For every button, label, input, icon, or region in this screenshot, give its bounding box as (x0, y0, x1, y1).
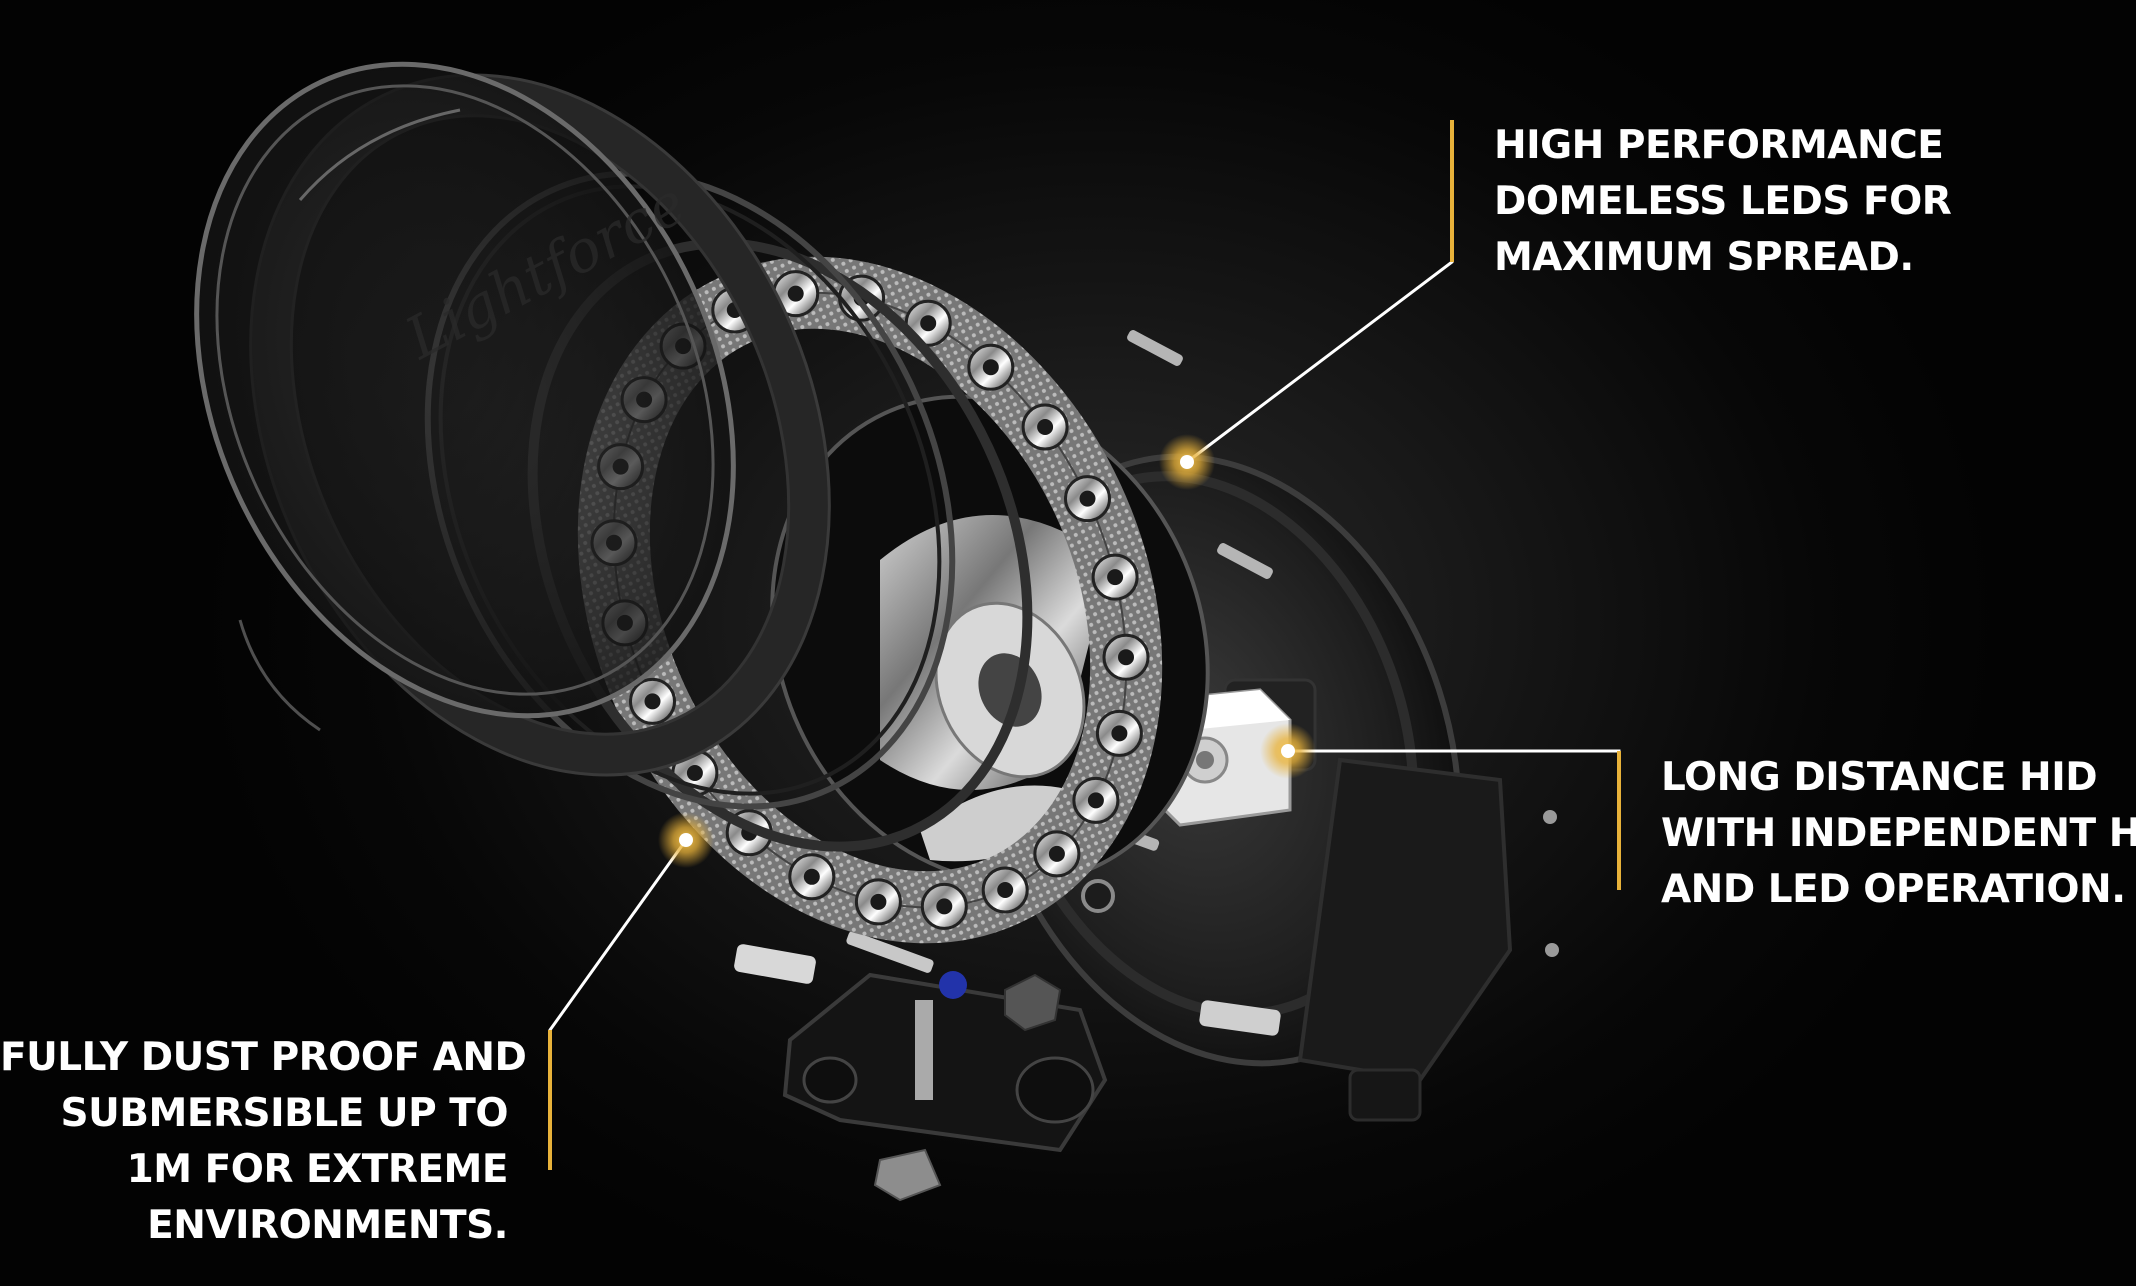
led-emitter (920, 315, 937, 332)
callout-line: SUBMERSIBLE UP TO (60, 1091, 509, 1136)
led-emitter (803, 868, 820, 885)
leader-line-left (548, 839, 688, 1170)
callout-line: WITH INDEPENDENT HID (1661, 811, 2136, 856)
led-emitter (787, 285, 804, 302)
callout-line: MAXIMUM SPREAD. (1494, 235, 1914, 280)
led-emitter (1048, 845, 1065, 862)
callout-line: AND LED OPERATION. (1661, 867, 2126, 912)
led-emitter (997, 882, 1014, 898)
led-emitter (1118, 649, 1134, 666)
led-emitter (644, 693, 661, 710)
mounting-bracket (734, 931, 1108, 1202)
marker-seal (658, 812, 714, 868)
callout-line: 1M FOR EXTREME (126, 1147, 509, 1192)
marker-leds (1159, 434, 1215, 490)
led-emitter (1079, 490, 1096, 507)
leader-line-top (1186, 120, 1454, 464)
callout-markers (658, 434, 1316, 868)
callout-long-distance-hid: LONG DISTANCE HID WITH INDEPENDENT HID A… (1661, 750, 2136, 918)
leader-lines (548, 120, 1621, 1170)
led-emitter (1087, 792, 1104, 809)
led-emitter (870, 893, 887, 910)
led-emitter (936, 898, 953, 915)
callout-dust-proof: FULLY DUST PROOF AND SUBMERSIBLE UP TO 1… (0, 1030, 527, 1254)
callout-line: FULLY DUST PROOF AND (0, 1035, 527, 1080)
led-emitter (686, 765, 703, 781)
led-emitter (1111, 725, 1128, 742)
callout-domeless-leds: HIGH PERFORMANCE DOMELESS LEDS FOR MAXIM… (1494, 118, 1952, 286)
callout-line: LONG DISTANCE HID (1661, 755, 2098, 800)
callout-line: DOMELESS LEDS FOR (1494, 179, 1952, 224)
led-emitter (1107, 569, 1124, 586)
led-emitter (1037, 419, 1054, 435)
led-emitter (982, 359, 999, 376)
marker-hid (1260, 723, 1316, 779)
callout-line: ENVIRONMENTS. (147, 1203, 508, 1248)
callout-line: HIGH PERFORMANCE (1494, 123, 1944, 168)
front-lens (194, 61, 736, 732)
